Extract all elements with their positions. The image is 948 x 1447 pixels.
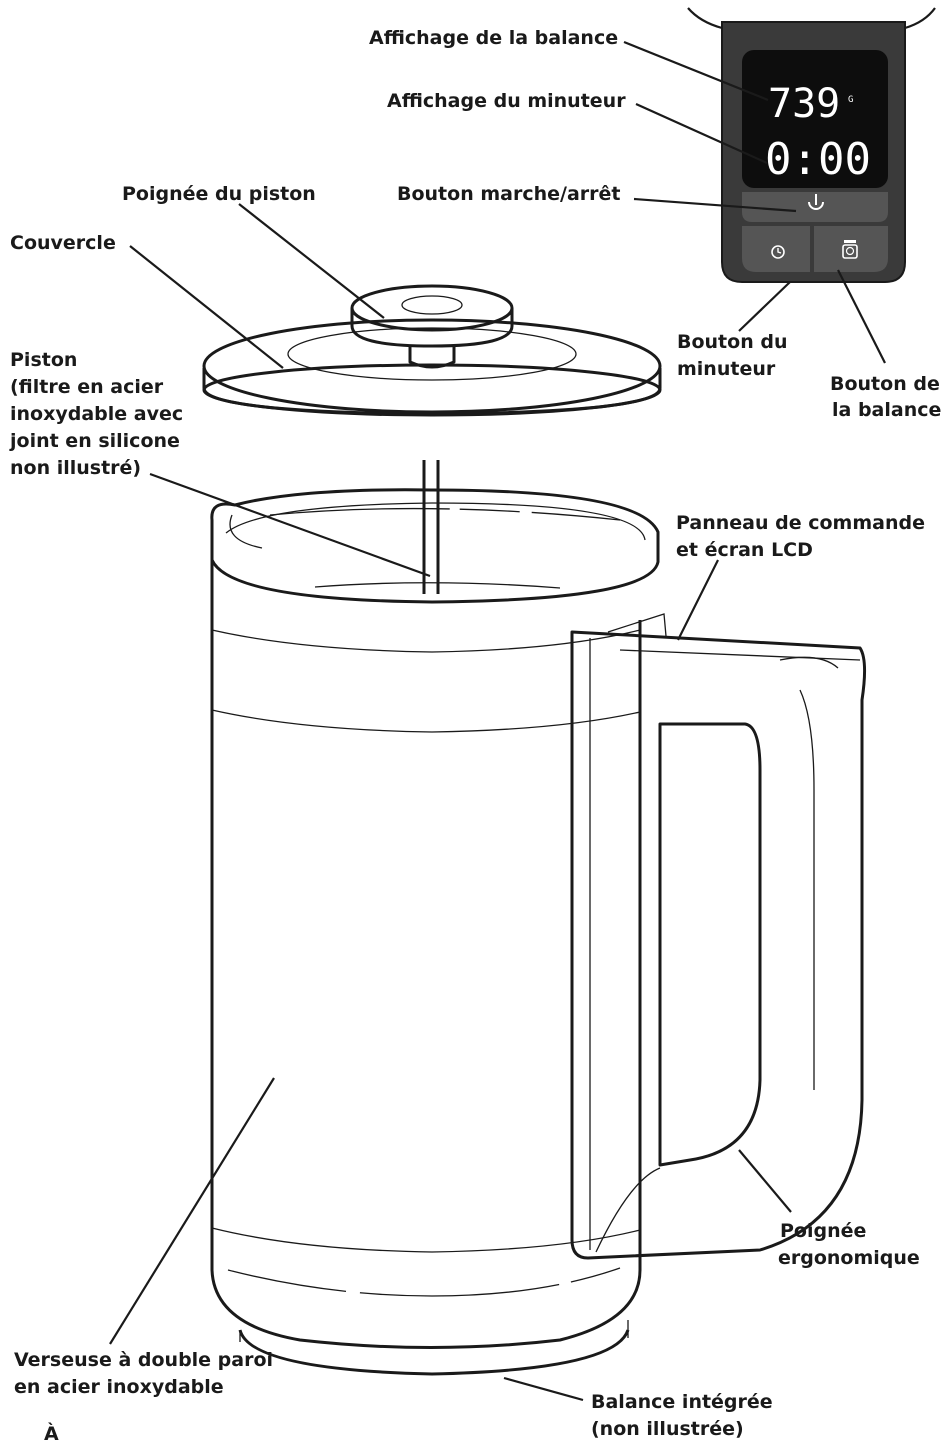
weight-unit: G <box>848 95 853 105</box>
handle-outer <box>570 630 867 1260</box>
clock-icon <box>771 245 785 259</box>
label-carafe-2: en acier inoxydable <box>14 1376 224 1398</box>
pour-spout <box>229 514 263 549</box>
power-button[interactable] <box>742 192 888 222</box>
lid-inner-ring <box>287 327 577 381</box>
panel-button-strip <box>779 656 839 669</box>
label-ergonomic-handle-1: Poignée <box>780 1220 866 1242</box>
power-icon <box>808 194 824 210</box>
carafe-rim <box>210 488 660 604</box>
carafe-base <box>238 1329 630 1376</box>
lid-side <box>202 368 662 416</box>
handle-top-cap <box>607 613 667 637</box>
control-panel-inset: 739 G 0:00 <box>687 7 936 283</box>
label-integrated-scale-1: Balance intégrée <box>591 1391 773 1413</box>
band-upper-top <box>211 629 641 653</box>
handle-inner-cutout <box>658 722 762 1167</box>
inset-top-curve-left <box>687 7 723 30</box>
handle-grip-curve <box>595 1167 661 1253</box>
label-ergonomic-handle-2: ergonomique <box>778 1247 920 1269</box>
label-plunger-knob: Poignée du piston <box>122 183 316 205</box>
label-integrated-scale-2: (non illustrée) <box>591 1418 744 1440</box>
label-lid: Couvercle <box>10 232 116 254</box>
timer-button[interactable] <box>742 226 810 272</box>
carafe-body <box>210 560 642 1349</box>
stray-letter: À <box>44 1422 59 1442</box>
label-timer-button-1: Bouton du <box>677 331 787 353</box>
label-plunger-4: joint en silicone <box>9 430 180 452</box>
label-scale-display: Affichage de la balance <box>369 27 618 49</box>
label-control-panel-2: et écran LCD <box>676 539 813 561</box>
label-carafe-1: Verseuse à double paroi <box>14 1349 273 1371</box>
label-plunger-2: (filtre en acier <box>10 376 164 398</box>
inner-filter-edge <box>314 582 561 589</box>
label-control-panel-1: Panneau de commande <box>676 512 925 534</box>
labels: Affichage de la balance Affichage du min… <box>9 27 941 1445</box>
weight-readout: 739 <box>768 81 840 127</box>
label-timer-display: Affichage du minuteur <box>387 90 626 112</box>
band-lower-dash <box>227 1267 621 1297</box>
knob-side <box>350 308 514 348</box>
label-scale-button-1: Bouton de <box>830 373 940 395</box>
band-lower <box>211 1227 641 1253</box>
lid-assembly <box>202 284 662 417</box>
carafe-rim-dash <box>269 507 621 521</box>
scale-icon <box>842 240 858 259</box>
leader-lines <box>109 40 886 1402</box>
lcd-screen <box>742 50 888 188</box>
timer-readout: 0:00 <box>765 134 871 185</box>
band-upper-bottom <box>211 709 641 733</box>
plunger-rod <box>422 460 440 594</box>
handle <box>570 613 867 1260</box>
label-scale-button-2: la balance <box>832 399 941 421</box>
panel-top-edge <box>619 649 861 661</box>
scale-button[interactable] <box>814 226 888 272</box>
knob-center <box>401 295 463 315</box>
handle-back-line <box>799 689 815 1090</box>
carafe-rim-inner <box>225 502 646 541</box>
label-plunger-3: inoxydable avec <box>10 403 183 425</box>
knob-stem <box>408 346 456 369</box>
label-timer-button-2: minuteur <box>677 358 776 380</box>
label-power-button: Bouton marche/arrêt <box>397 183 620 205</box>
lid-top <box>202 318 662 414</box>
knob-top <box>350 284 514 332</box>
label-plunger-1: Piston <box>10 349 77 371</box>
carafe <box>210 488 660 1376</box>
label-plunger-5: non illustré) <box>10 457 141 479</box>
inset-top-curve-right <box>904 7 936 30</box>
